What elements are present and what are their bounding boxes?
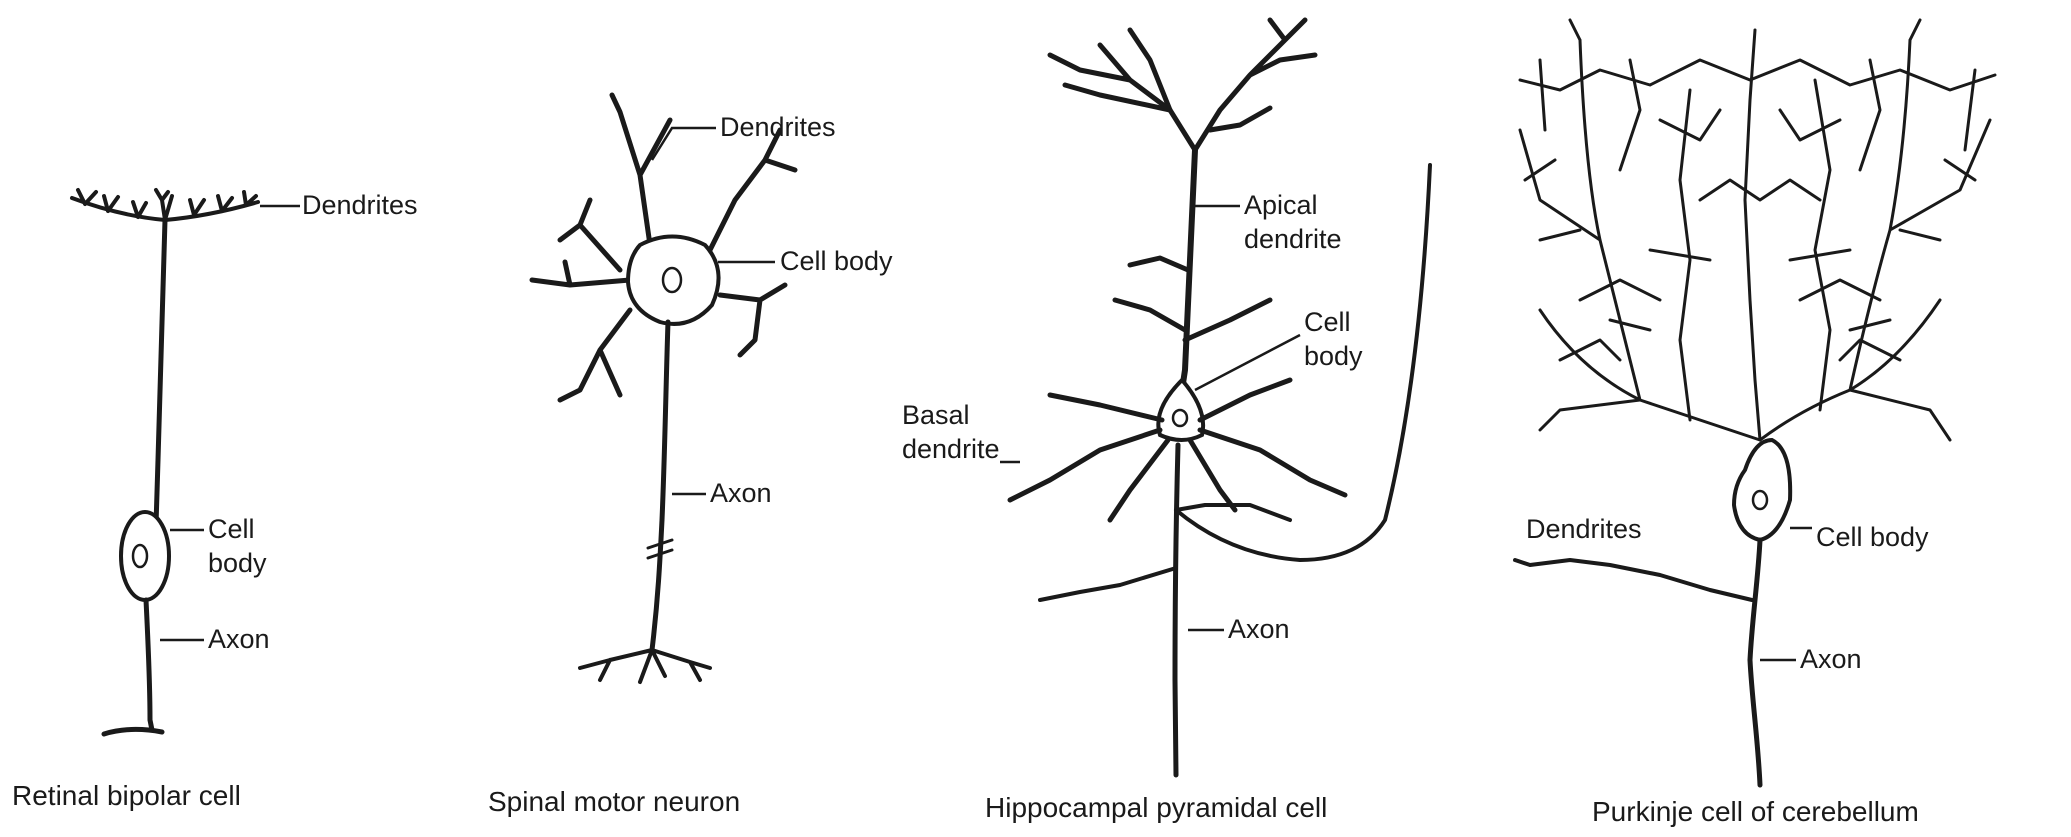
motor-axon-label: Axon	[710, 476, 772, 510]
pyramidal-cell-body-label: Cell body	[1304, 305, 1363, 373]
motor-axon	[652, 322, 668, 650]
apical-dendrite-tuft	[1050, 20, 1315, 150]
motor-cell-body	[628, 237, 719, 324]
purkinje-cell-body	[1734, 440, 1790, 540]
purkinje-dendritic-tree	[1520, 20, 1995, 440]
basal-dendrite-label: Basal dendrite	[902, 398, 1000, 466]
pyramidal-axon-branch-left	[1040, 568, 1176, 600]
bipolar-upper-process	[156, 220, 165, 525]
pyramidal-axon	[1175, 445, 1178, 775]
apical-dendrite-label: Apical dendrite	[1244, 188, 1342, 256]
pyramidal-caption: Hippocampal pyramidal cell	[985, 792, 1327, 824]
motor-axon-terminals	[580, 650, 710, 682]
pyramidal-axon-label: Axon	[1228, 612, 1290, 646]
bipolar-axon-label: Axon	[208, 622, 270, 656]
bipolar-cell-body-label: Cell body	[208, 512, 267, 580]
purkinje-dendrites-label: Dendrites	[1526, 512, 1642, 546]
motor-dendrites-label: Dendrites	[720, 110, 836, 144]
purkinje-axon-collateral	[1515, 560, 1752, 600]
bipolar-cell-body	[121, 512, 169, 600]
purkinje-cell-body-label: Cell body	[1816, 520, 1929, 554]
purkinje-axon	[1750, 540, 1760, 785]
bipolar-caption: Retinal bipolar cell	[12, 780, 241, 812]
purkinje-cell-drawing	[1515, 20, 1995, 785]
bipolar-dendrites	[72, 190, 258, 220]
motor-caption: Spinal motor neuron	[488, 786, 740, 818]
bipolar-axon	[146, 600, 152, 730]
purkinje-caption: Purkinje cell of cerebellum	[1592, 796, 1919, 828]
bipolar-axon-terminal	[104, 729, 162, 734]
spinal-motor-neuron-drawing	[532, 95, 795, 682]
motor-cell-body-label: Cell body	[780, 244, 893, 278]
bipolar-dendrites-label: Dendrites	[302, 188, 418, 222]
purkinje-axon-label: Axon	[1800, 642, 1862, 676]
hippocampal-pyramidal-cell-drawing	[1000, 20, 1430, 775]
